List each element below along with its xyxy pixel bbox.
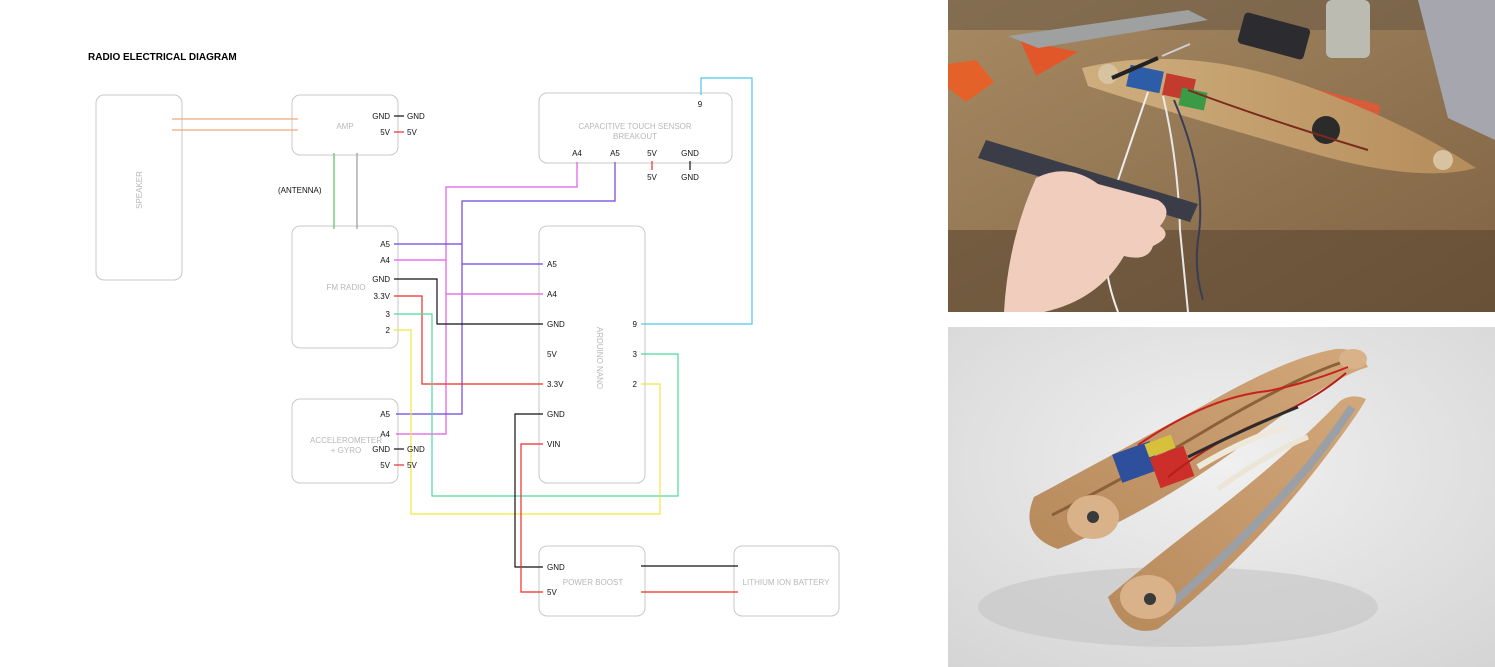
vin-ground-wire: [514, 413, 543, 568]
touch-5v-pin: 5V: [647, 149, 657, 158]
radio-3-pin: 3: [386, 310, 391, 319]
amp-gnd-pin: GND: [372, 112, 390, 121]
prototype-photo: [948, 0, 1495, 312]
accelerometer-label: ACCELEROMETER: [310, 436, 382, 445]
a5-wire-touch: [396, 162, 616, 415]
accel-gnd-pin-ext: GND: [407, 445, 425, 454]
touch-gnd-pin-ext: GND: [681, 173, 699, 182]
a4-wire-touch: [396, 162, 578, 435]
touch-sensor-component: CAPACITIVE TOUCH SENSOR BREAKOUT: [538, 92, 733, 164]
touch-9-pin: 9: [698, 100, 703, 109]
electrical-diagram: RADIO ELECTRICAL DIAGRAM SPEAKER AMP CAP…: [88, 52, 840, 617]
battery-component: LITHIUM ION BATTERY: [733, 545, 840, 617]
wires: [172, 77, 753, 593]
pin3-wire: [394, 313, 679, 497]
nano-gnd-pin: GND: [547, 320, 565, 329]
amp-5v-pin: 5V: [380, 128, 390, 137]
pin2-wire: [394, 329, 661, 515]
accel-a5-pin: A5: [380, 410, 390, 419]
nano-a5-pin: A5: [547, 260, 557, 269]
diagram-title: RADIO ELECTRICAL DIAGRAM: [88, 52, 237, 63]
radio-a4-pin: A4: [380, 256, 390, 265]
radio-gnd-pin: GND: [372, 275, 390, 284]
nano-5v-pin: 5V: [547, 350, 557, 359]
gnd-wire-radio: [394, 278, 543, 325]
pin-labels: GND GND 5V 5V A4 A5 5V GND 5V GND 9 A5 A…: [372, 100, 703, 597]
accel-a4-pin: A4: [380, 430, 390, 439]
radio-3v3-pin: 3.3V: [374, 292, 391, 301]
arduino-label: ARDUINO NANO: [595, 327, 604, 389]
accel-gnd-pin: GND: [372, 445, 390, 454]
nano-gnd-pin-2: GND: [547, 410, 565, 419]
accel-5v-pin-ext: 5V: [407, 461, 417, 470]
nano-3-pin: 3: [633, 350, 638, 359]
power-boost-component: POWER BOOST: [538, 545, 646, 617]
fm-radio-component: FM RADIO: [291, 225, 399, 349]
antenna-label: (ANTENNA): [278, 186, 322, 195]
nano-3v3-pin: 3.3V: [547, 380, 564, 389]
radio-2-pin: 2: [386, 326, 391, 335]
touch-gnd-pin: GND: [681, 149, 699, 158]
nano-vin-pin: VIN: [547, 440, 561, 449]
fm-radio-label: FM RADIO: [326, 283, 365, 292]
amp-5v-pin-ext: 5V: [407, 128, 417, 137]
speaker-component: SPEAKER: [95, 94, 183, 281]
amp-label: AMP: [336, 122, 353, 131]
boost-5v-pin: 5V: [547, 588, 557, 597]
radio-a5-pin: A5: [380, 240, 390, 249]
enclosure-photo: [948, 327, 1495, 667]
amp-gnd-pin-ext: GND: [407, 112, 425, 121]
touch-sensor-label: CAPACITIVE TOUCH SENSOR: [578, 122, 692, 131]
accel-5v-pin: 5V: [380, 461, 390, 470]
touch-a4-pin: A4: [572, 149, 582, 158]
touch-a5-pin: A5: [610, 149, 620, 158]
battery-label: LITHIUM ION BATTERY: [743, 578, 830, 587]
pin9-wire: [641, 77, 753, 325]
power-3v3-wire: [394, 295, 543, 385]
touch-5v-pin-ext: 5V: [647, 173, 657, 182]
touch-sensor-label-2: BREAKOUT: [613, 132, 657, 141]
nano-2-pin: 2: [633, 380, 638, 389]
amp-component: AMP: [291, 94, 399, 156]
accelerometer-label-2: + GYRO: [331, 446, 361, 455]
speaker-label: SPEAKER: [135, 171, 144, 209]
accelerometer-component: ACCELEROMETER + GYRO: [291, 398, 399, 484]
nano-a4-pin: A4: [547, 290, 557, 299]
boost-gnd-pin: GND: [547, 563, 565, 572]
vin-power-wire: [520, 443, 543, 593]
power-boost-label: POWER BOOST: [563, 578, 624, 587]
nano-9-pin: 9: [633, 320, 638, 329]
